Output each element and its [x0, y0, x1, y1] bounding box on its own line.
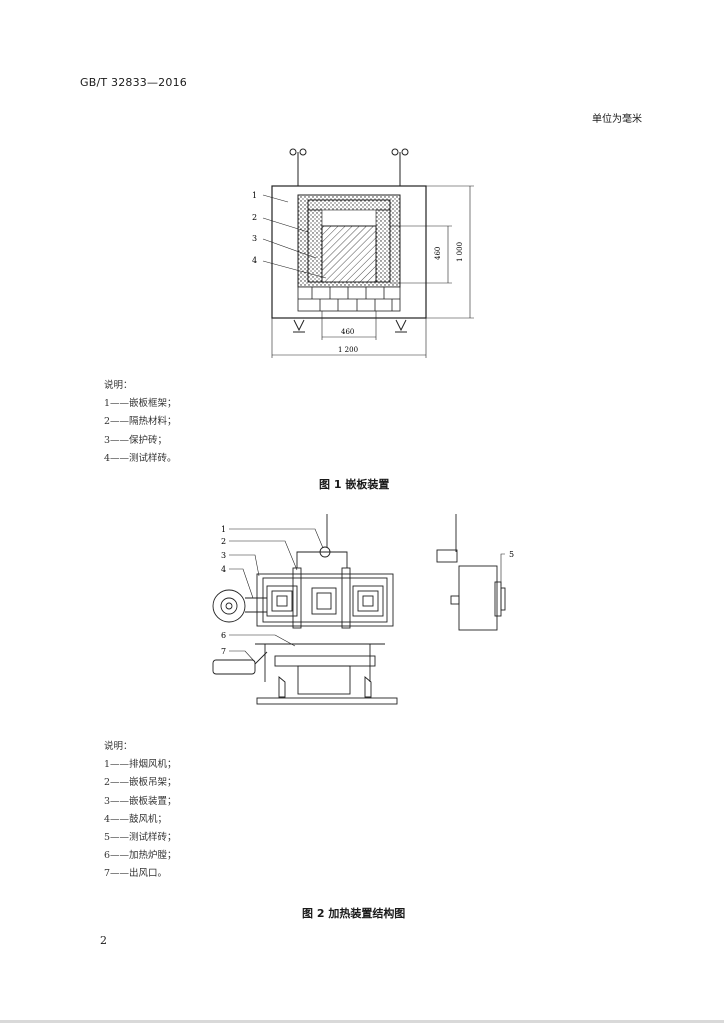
figure1-drawing: 1 2 3 4 460 1 000 460 1 200: [252, 148, 474, 358]
test-sample-brick: [321, 225, 377, 283]
callout-1: 1: [221, 525, 226, 534]
note-item: 6——加热炉膛；: [104, 850, 177, 862]
standard-number: GB/T 32833—2016: [80, 76, 187, 89]
note-item: 1——嵌板框架；: [104, 398, 177, 410]
callout-7: 7: [221, 647, 226, 656]
callout-4: 4: [221, 565, 226, 574]
note-item: 1——排烟风机；: [104, 759, 177, 771]
notes-title: 说明：: [104, 380, 133, 391]
callout-4: 4: [252, 256, 257, 265]
callout-2: 2: [252, 213, 257, 222]
figure1-caption: 图 1 嵌板装置: [319, 478, 390, 491]
dim-460-vertical: 460: [434, 247, 442, 260]
note-item: 2——嵌板吊架；: [104, 777, 177, 789]
callout-6: 6: [221, 631, 226, 640]
dim-1000: 1 000: [456, 242, 464, 262]
note-item: 2——隔热材料；: [104, 416, 177, 428]
callout-3: 3: [252, 234, 257, 243]
page-number: 2: [100, 934, 107, 947]
dim-460-horizontal: 460: [341, 328, 354, 336]
note-item: 4——测试样砖。: [104, 452, 177, 464]
callout-5: 5: [509, 550, 514, 559]
note-item: 4——鼓风机；: [104, 813, 168, 825]
panel-frame: [271, 185, 427, 319]
callout-3: 3: [221, 551, 226, 560]
note-item: 3——嵌板装置；: [104, 795, 177, 807]
callout-2: 2: [221, 537, 226, 546]
dim-1200: 1 200: [338, 346, 358, 354]
notes-title: 说明：: [104, 741, 133, 752]
base-bricks: [297, 286, 401, 312]
page-divider: [0, 1020, 724, 1023]
figure2-drawing: 1 2 3 4 5 6 7: [212, 514, 514, 705]
hook-icon-right: [391, 148, 409, 186]
note-item: 3——保护砖；: [104, 434, 168, 446]
note-item: 7——出风口。: [104, 868, 168, 880]
callout-1: 1: [252, 191, 257, 200]
hook-icon-left: [289, 148, 307, 186]
figure2-notes: 说明： 1——排烟风机； 2——嵌板吊架； 3——嵌板装置； 4——鼓风机； 5…: [104, 738, 177, 884]
figure2-caption: 图 2 加热装置结构图: [302, 907, 406, 920]
note-item: 5——测试样砖；: [104, 832, 177, 844]
unit-note: 单位为毫米: [592, 114, 642, 125]
figure1-notes: 说明： 1——嵌板框架； 2——隔热材料； 3——保护砖； 4——测试样砖。: [104, 377, 177, 468]
